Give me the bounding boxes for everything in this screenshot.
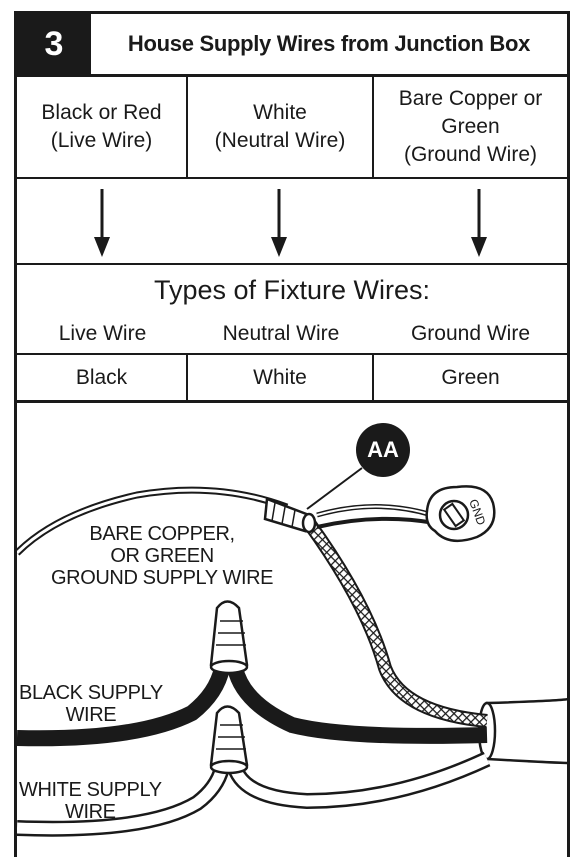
ground-label-line2: OR GREEN	[110, 545, 214, 567]
step-title: House Supply Wires from Junction Box	[127, 31, 531, 56]
white-supply-label: WHITE SUPPLY WIRE	[19, 779, 162, 823]
callout-leader	[306, 467, 363, 510]
supply-cell-live: Black or Red (Live Wire)	[17, 77, 188, 177]
instruction-panel: 3 House Supply Wires from Junction Box B…	[14, 11, 570, 857]
down-arrows	[94, 189, 487, 257]
step-number-badge: 3	[17, 14, 91, 74]
black-supply-label: BLACK SUPPLY WIRE	[19, 682, 163, 726]
fixture-colors-row: Black White Green	[17, 355, 567, 403]
wire-nut-ground	[263, 497, 317, 534]
fixture-type-neutral: Neutral Wire	[222, 322, 340, 346]
fixture-type-live: Live Wire	[58, 322, 147, 346]
supply-cell-neutral: White (Neutral Wire)	[188, 77, 374, 177]
fixture-color-neutral: White	[188, 355, 374, 400]
arrow-down-icon	[94, 189, 110, 257]
arrow-down-icon	[471, 189, 487, 257]
white-label-line2: WIRE	[65, 801, 116, 823]
black-supply-wire	[17, 665, 488, 747]
fixture-type-ground: Ground Wire	[410, 322, 531, 346]
supply-neutral-name: White	[253, 101, 307, 125]
fixture-ground-braid	[303, 518, 488, 728]
arrow-row	[17, 179, 567, 265]
supply-live-name: Black or Red	[41, 101, 162, 125]
fixture-cable	[477, 698, 567, 765]
black-label-line2: WIRE	[65, 704, 117, 726]
supply-live-type: (Live Wire)	[50, 129, 153, 152]
ground-supply-wire	[17, 486, 289, 556]
ground-supply-label: BARE COPPER, OR GREEN GROUND SUPPLY WIRE	[51, 523, 274, 589]
white-supply-wire	[17, 751, 491, 837]
arrow-down-icon	[271, 189, 287, 257]
ground-screw-icon: GND	[425, 485, 496, 543]
supply-cell-ground: Bare Copper or Green (Ground Wire)	[374, 77, 567, 177]
supply-ground-name: Bare Copper or	[398, 87, 543, 111]
wiring-drawing: GND	[17, 467, 567, 837]
ground-screw-wire	[316, 504, 436, 529]
fixture-color-live: Black	[17, 355, 188, 400]
wiring-illustration: GND	[17, 403, 567, 860]
supply-ground-color: Green	[441, 115, 500, 139]
step-header: 3 House Supply Wires from Junction Box	[17, 14, 567, 77]
white-label-line1: WHITE SUPPLY	[19, 779, 162, 801]
supply-wire-row: Black or Red (Live Wire) White (Neutral …	[17, 77, 567, 179]
callout-aa: AA	[356, 423, 410, 477]
wire-nut-black	[209, 600, 249, 675]
wire-nut-white	[209, 705, 249, 775]
fixture-color-ground: Green	[441, 365, 500, 389]
ground-label-line3: GROUND SUPPLY WIRE	[51, 567, 274, 589]
supply-neutral-type: (Neutral Wire)	[214, 129, 346, 152]
black-label-line1: BLACK SUPPLY	[19, 682, 163, 704]
fixture-types-row: Live Wire Neutral Wire Ground Wire	[17, 315, 567, 355]
ground-label-line1: BARE COPPER,	[89, 523, 235, 545]
fixture-wires-heading: Types of Fixture Wires:	[153, 274, 431, 305]
supply-ground-type: (Ground Wire)	[403, 142, 537, 166]
